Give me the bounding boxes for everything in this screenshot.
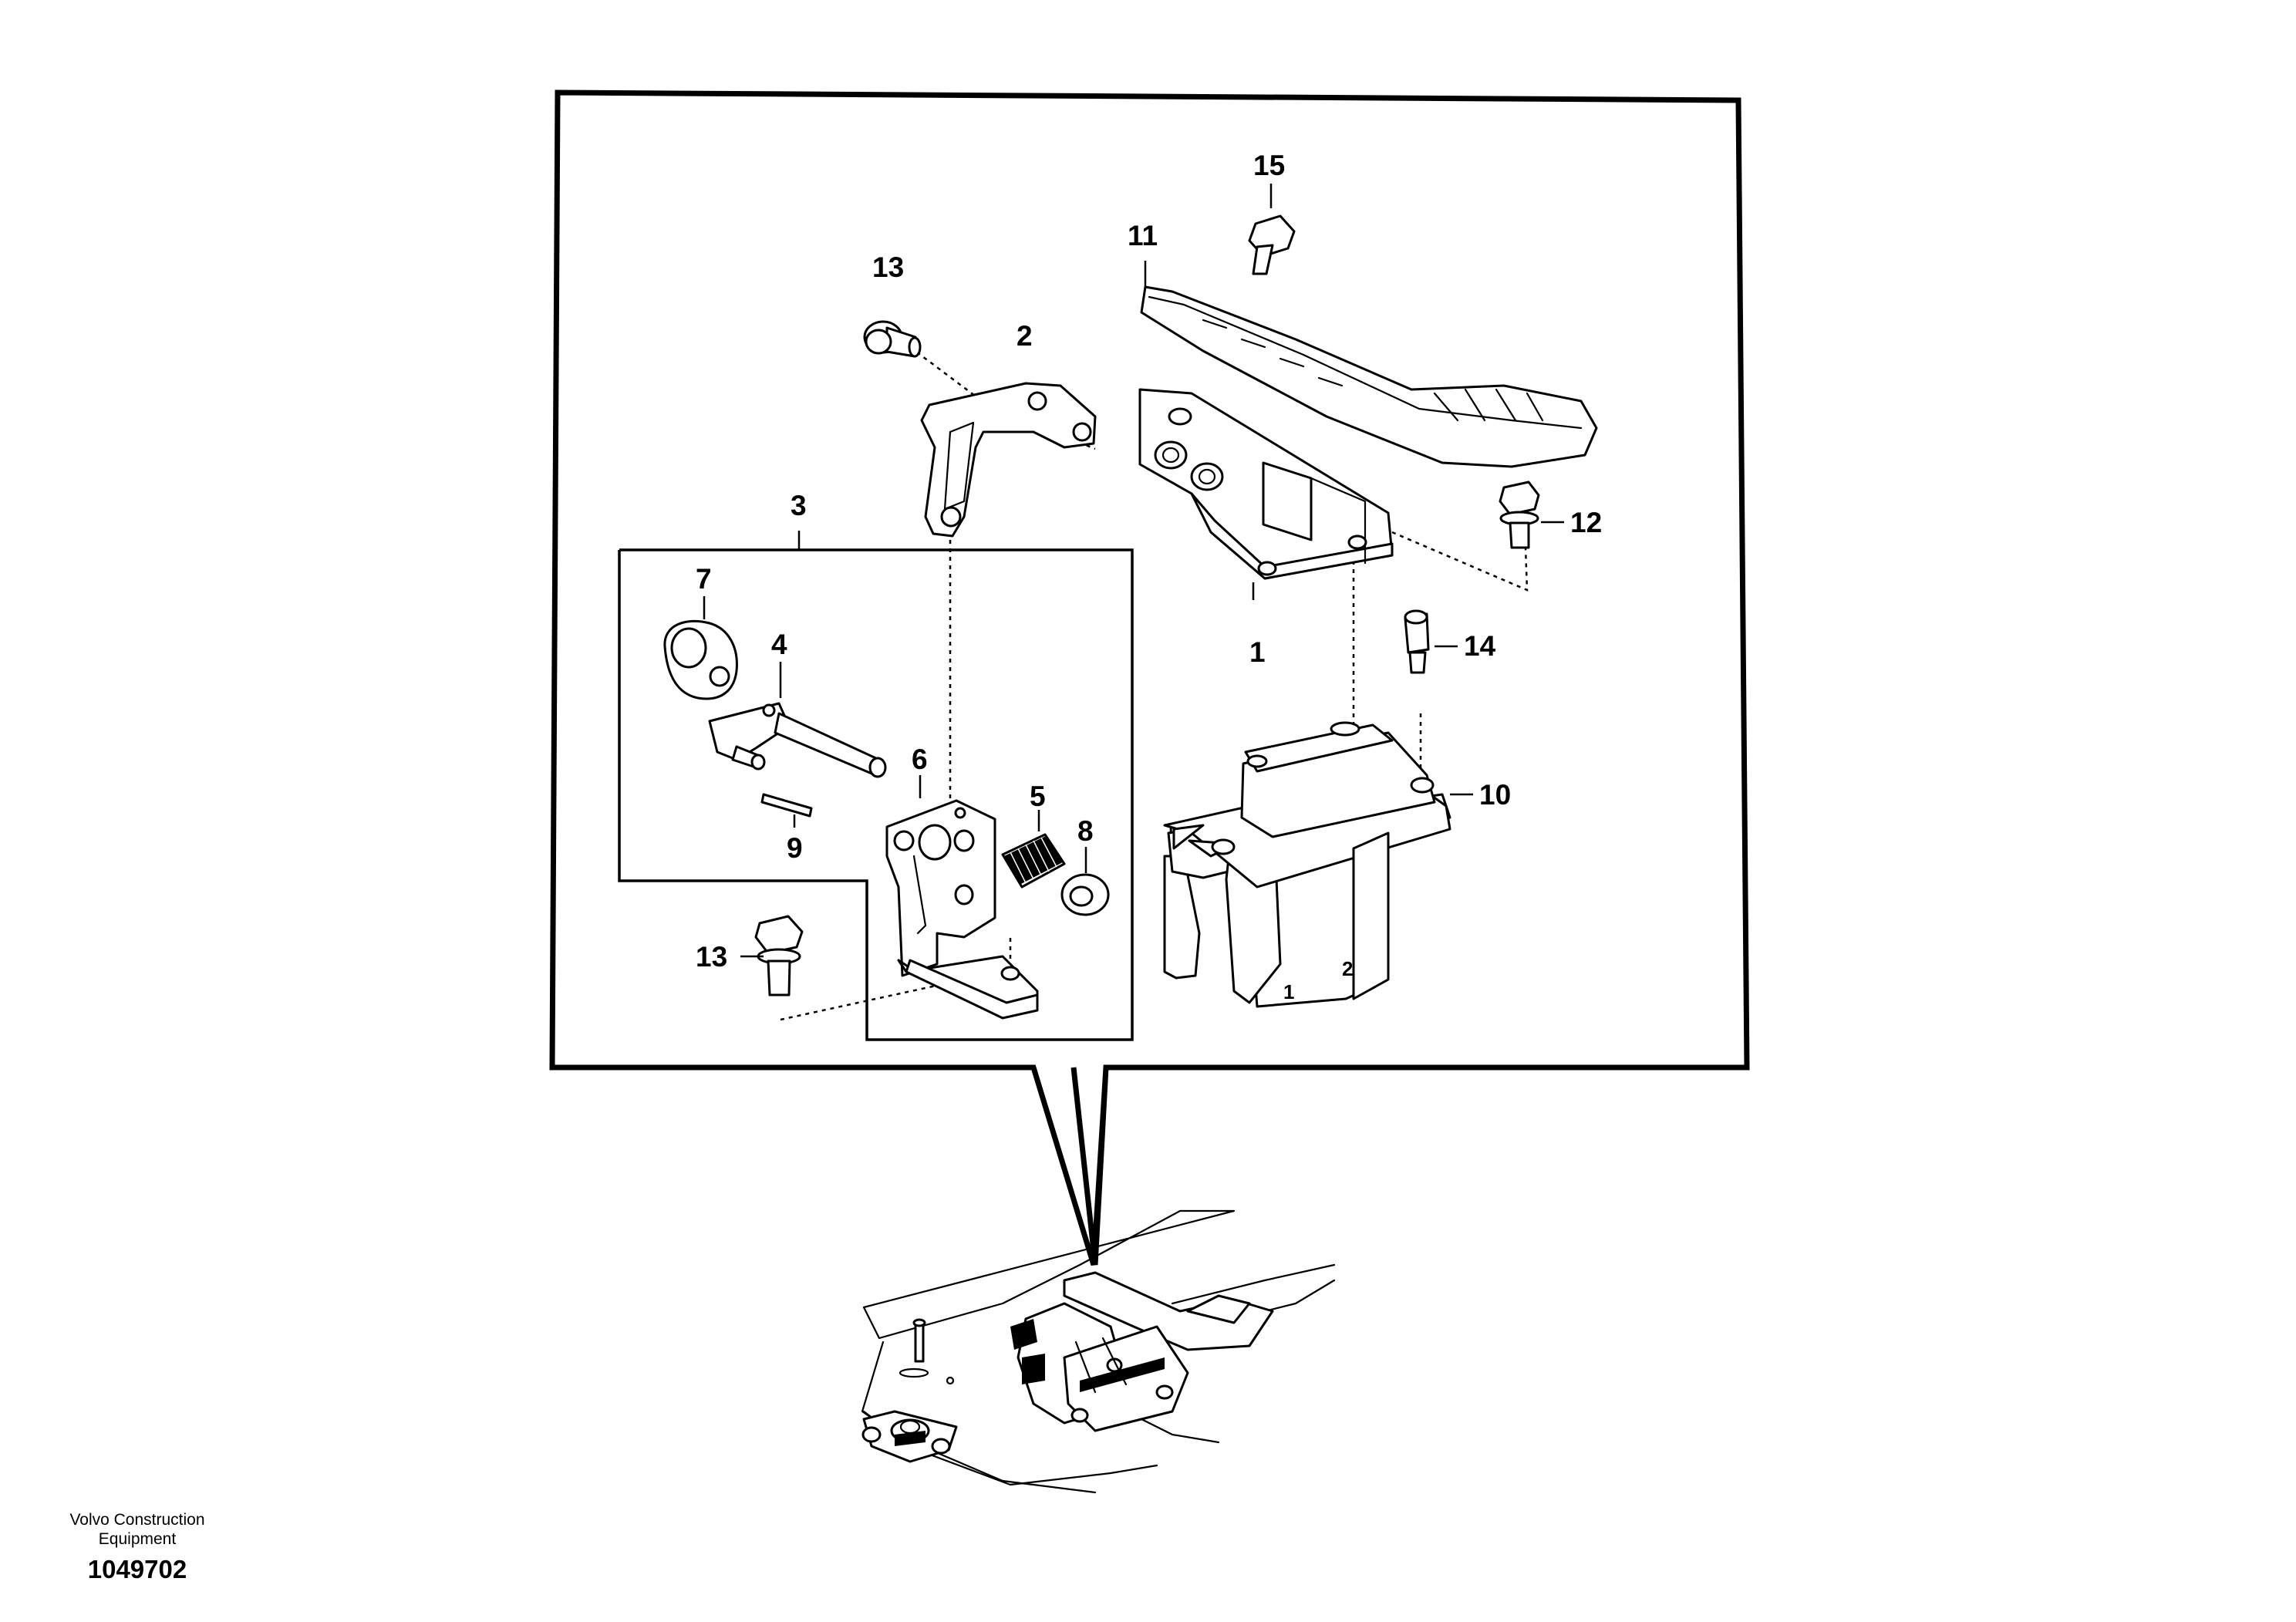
callout-2: 2 — [1017, 320, 1033, 352]
part-1-mounting-bracket — [1138, 388, 1394, 600]
part-15-cap-screw — [1248, 184, 1296, 275]
callout-11: 11 — [1128, 220, 1158, 251]
valve-port-mark-1: 1 — [1283, 980, 1294, 1003]
callout-5: 5 — [1030, 781, 1046, 812]
part-9-split-pin — [760, 793, 813, 828]
part-10-pilot-valve: 1 2 — [1163, 721, 1473, 1008]
callout-15: 15 — [1253, 150, 1285, 181]
cab-floor-overview — [861, 1209, 1336, 1494]
part-13-bottom-flange-bolt — [740, 915, 804, 996]
part-11-pedal — [1140, 261, 1598, 468]
part-2-bracket — [920, 382, 1097, 538]
part-4-pivot-pin — [708, 662, 887, 778]
callout-1: 1 — [1249, 636, 1266, 668]
company-name-line1: Volvo Construction — [69, 1511, 204, 1529]
callout-6: 6 — [912, 744, 928, 775]
callout-13-bottom: 13 — [696, 941, 727, 973]
part-14-socket-screw — [1404, 609, 1458, 674]
callout-4: 4 — [771, 629, 787, 660]
callout-14: 14 — [1464, 630, 1496, 662]
callout-13-top: 13 — [872, 251, 904, 283]
detail-callout-frame — [549, 89, 1750, 1266]
callout-labels: 1 2 3 4 5 6 7 8 9 10 11 12 13 13 14 15 — [696, 150, 1602, 973]
callout-7: 7 — [696, 563, 712, 595]
part-6-lever-bracket — [885, 775, 1039, 1020]
callout-8: 8 — [1077, 815, 1094, 847]
part-7-rubber-stop — [663, 596, 738, 700]
subassembly-3-box — [618, 531, 1134, 1041]
callout-12: 12 — [1570, 507, 1602, 538]
callout-3: 3 — [791, 490, 807, 521]
company-name-line2: Equipment — [99, 1530, 177, 1548]
part-5-spring — [1001, 810, 1066, 889]
valve-port-mark-2: 2 — [1342, 957, 1353, 980]
footer: Volvo Construction Equipment 1049702 — [69, 1511, 204, 1583]
part-13-top-collar-bolt — [863, 320, 922, 358]
drawing-number: 1049702 — [88, 1555, 187, 1583]
part-12-flange-bolt — [1499, 481, 1564, 549]
callout-10: 10 — [1479, 779, 1511, 811]
part-8-washer — [1060, 847, 1110, 916]
callout-9: 9 — [787, 832, 803, 864]
